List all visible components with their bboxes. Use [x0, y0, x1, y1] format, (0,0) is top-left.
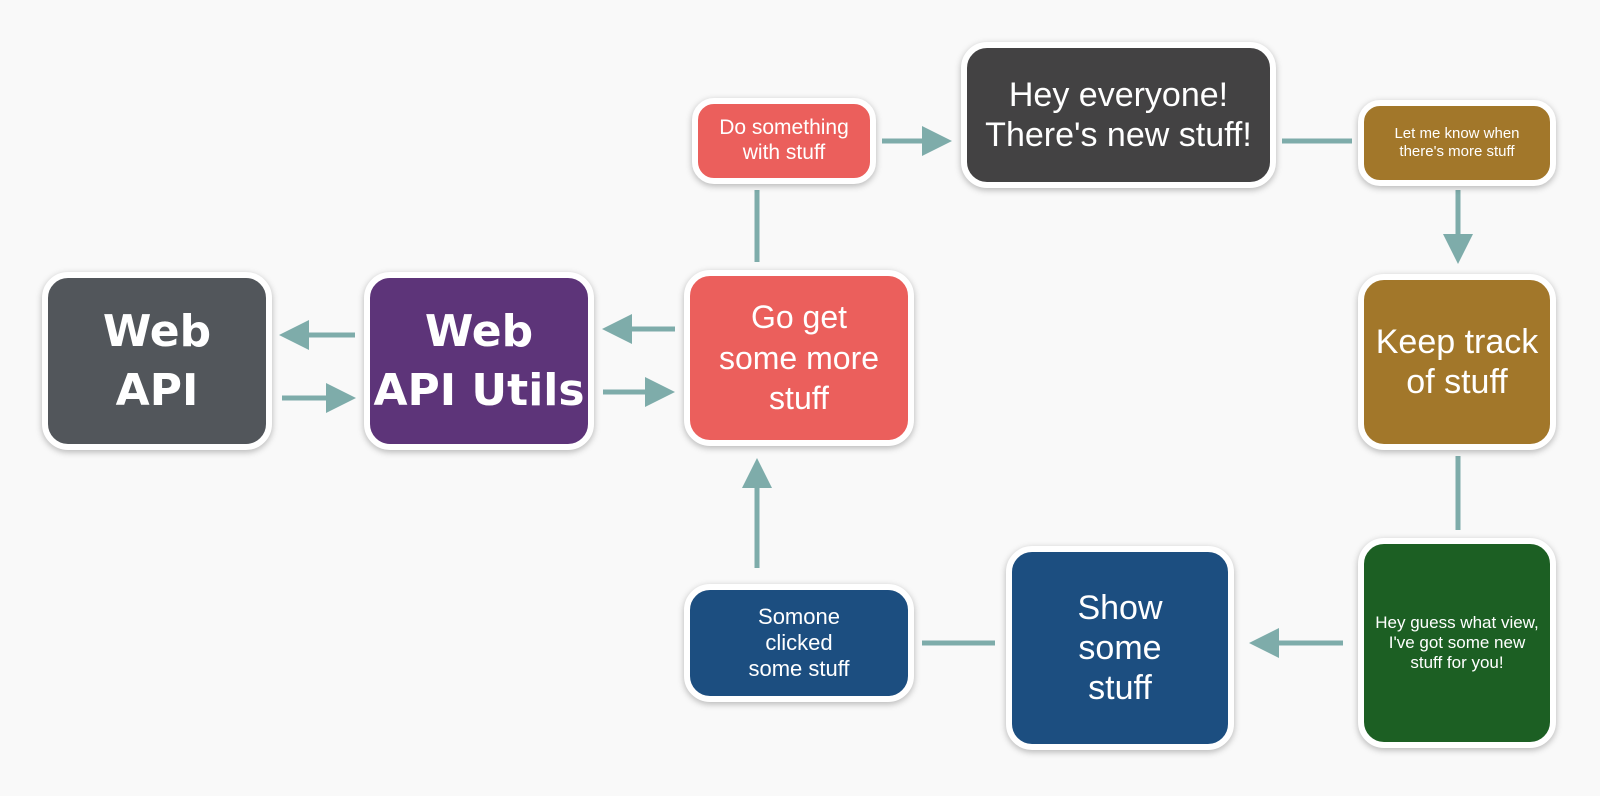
node-go-get-stuff: Go get some more stuff [684, 270, 914, 446]
node-show-stuff: Show some stuff [1006, 546, 1234, 750]
node-let-me-know: Let me know when there's more stuff [1358, 100, 1556, 186]
node-do-something: Do something with stuff [692, 98, 876, 184]
node-web-api-utils: Web API Utils [364, 272, 594, 450]
node-hey-guess: Hey guess what view, I've got some new s… [1358, 538, 1556, 748]
node-someone-clicked: Somone clicked some stuff [684, 584, 914, 702]
node-keep-track: Keep track of stuff [1358, 274, 1556, 450]
node-hey-everyone: Hey everyone! There's new stuff! [961, 42, 1276, 188]
node-web-api: Web API [42, 272, 272, 450]
